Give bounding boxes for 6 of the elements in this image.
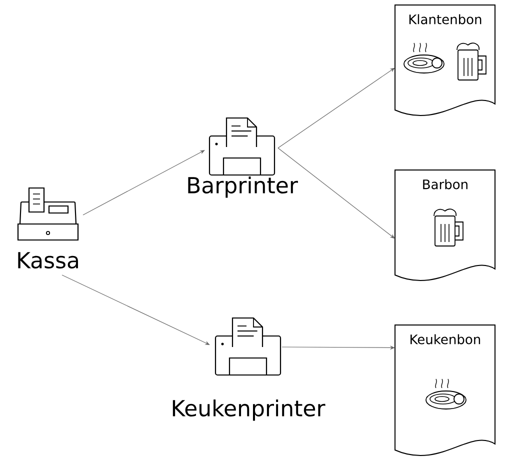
receipt: Keukenbon (394, 324, 496, 456)
arrow (278, 68, 395, 148)
arrow (82, 150, 205, 216)
receipt: Barbon (394, 170, 496, 281)
arrow (62, 274, 210, 345)
receipt: Klantenbon (394, 4, 496, 116)
